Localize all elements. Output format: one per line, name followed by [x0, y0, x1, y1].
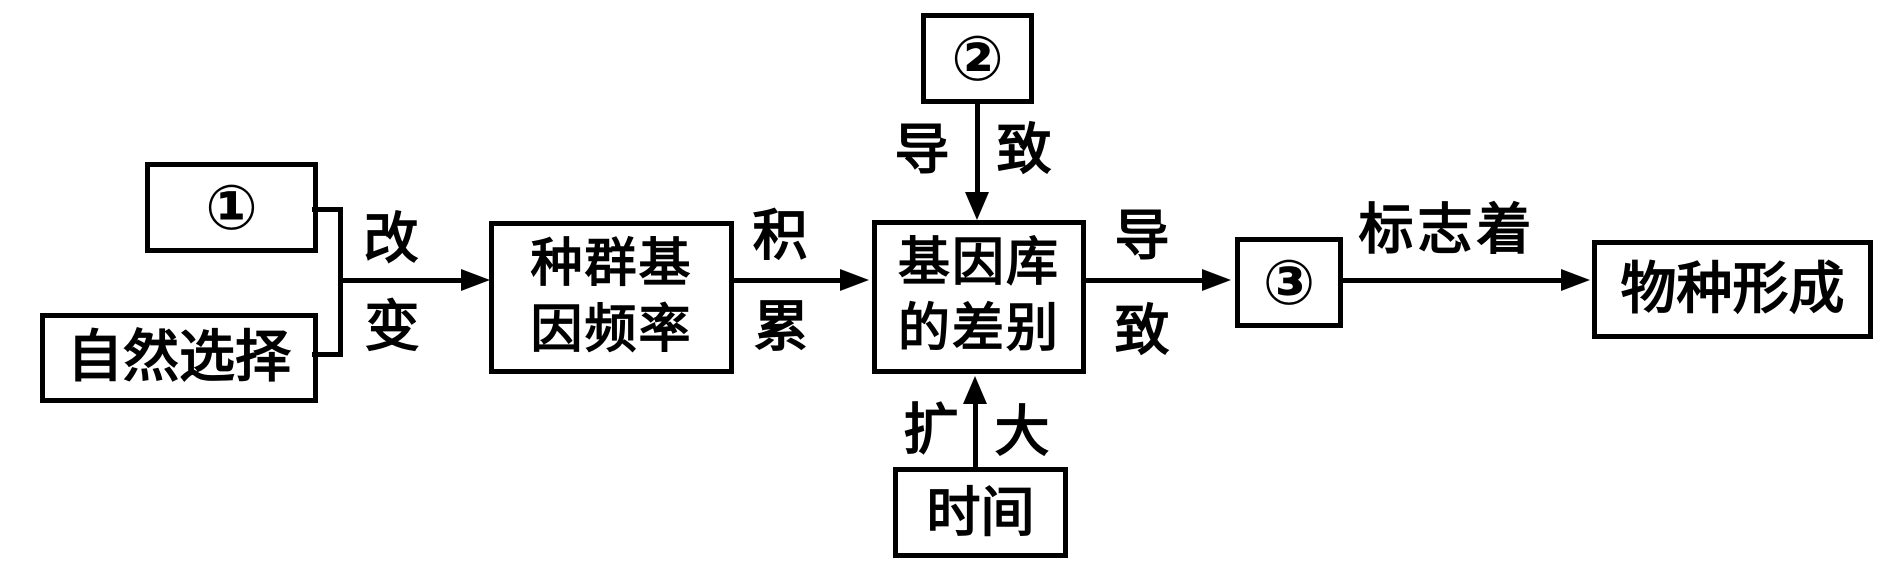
- arrow-change-head-icon: [461, 269, 490, 291]
- arrow-marks-line: [1343, 278, 1561, 283]
- node-factor2-box: ②: [921, 13, 1034, 104]
- edge-label-change-bottom: 变: [364, 296, 420, 358]
- edge-label-cause-down-right: 致: [996, 119, 1052, 181]
- edge-label-cause-right-bottom: 致: [1114, 300, 1170, 362]
- arrow-accumulate-head-icon: [840, 269, 869, 291]
- bracket-top-stub: [312, 207, 343, 212]
- arrow-cause-right-head-icon: [1202, 269, 1231, 291]
- node-natural-selection-box: 自然选择: [40, 313, 318, 403]
- node-gene-pool-difference-box: 基因库 的差别: [872, 220, 1086, 374]
- bracket-vertical-line: [338, 207, 343, 357]
- time-label: 时间: [926, 482, 1035, 543]
- edge-label-expand-right: 大: [994, 401, 1050, 463]
- population-gene-frequency-line2: 因频率: [530, 301, 693, 359]
- arrow-marks-head-icon: [1561, 269, 1590, 291]
- edge-label-expand-left: 扩: [903, 399, 959, 461]
- node-time-box: 时间: [893, 467, 1068, 558]
- edge-label-cause-down-left: 导: [894, 119, 950, 181]
- factor3-label: ③: [1262, 245, 1316, 319]
- arrow-cause-down-head-icon: [965, 192, 989, 220]
- arrow-change-line: [343, 278, 461, 283]
- edge-label-accumulate-top: 积: [752, 205, 808, 267]
- arrow-expand-up-head-icon: [963, 376, 987, 404]
- population-gene-frequency-line1: 种群基: [530, 235, 693, 293]
- node-population-gene-frequency-box: 种群基 因频率: [489, 221, 734, 374]
- bracket-bottom-stub: [312, 352, 343, 357]
- gene-pool-difference-line1: 基因库: [897, 235, 1060, 292]
- node-factor1-box: ①: [145, 162, 318, 253]
- arrow-cause-right-line: [1086, 278, 1202, 283]
- factor2-label: ②: [951, 21, 1004, 95]
- arrow-cause-down-line: [975, 104, 980, 193]
- arrow-accumulate-line: [734, 278, 840, 283]
- natural-selection-label: 自然选择: [67, 327, 291, 389]
- edge-label-accumulate-bottom: 累: [753, 296, 809, 358]
- gene-pool-difference-line2: 的差别: [897, 301, 1060, 358]
- node-factor3-box: ③: [1235, 237, 1343, 328]
- species-formation-label: 物种形成: [1620, 258, 1845, 321]
- edge-label-marks: 标志着: [1358, 199, 1536, 261]
- edge-label-change-top: 改: [363, 208, 419, 270]
- factor1-label: ①: [205, 170, 258, 244]
- node-species-formation-box: 物种形成: [1592, 240, 1873, 339]
- arrow-expand-up-line: [973, 400, 978, 467]
- edge-label-cause-right-top: 导: [1114, 205, 1170, 267]
